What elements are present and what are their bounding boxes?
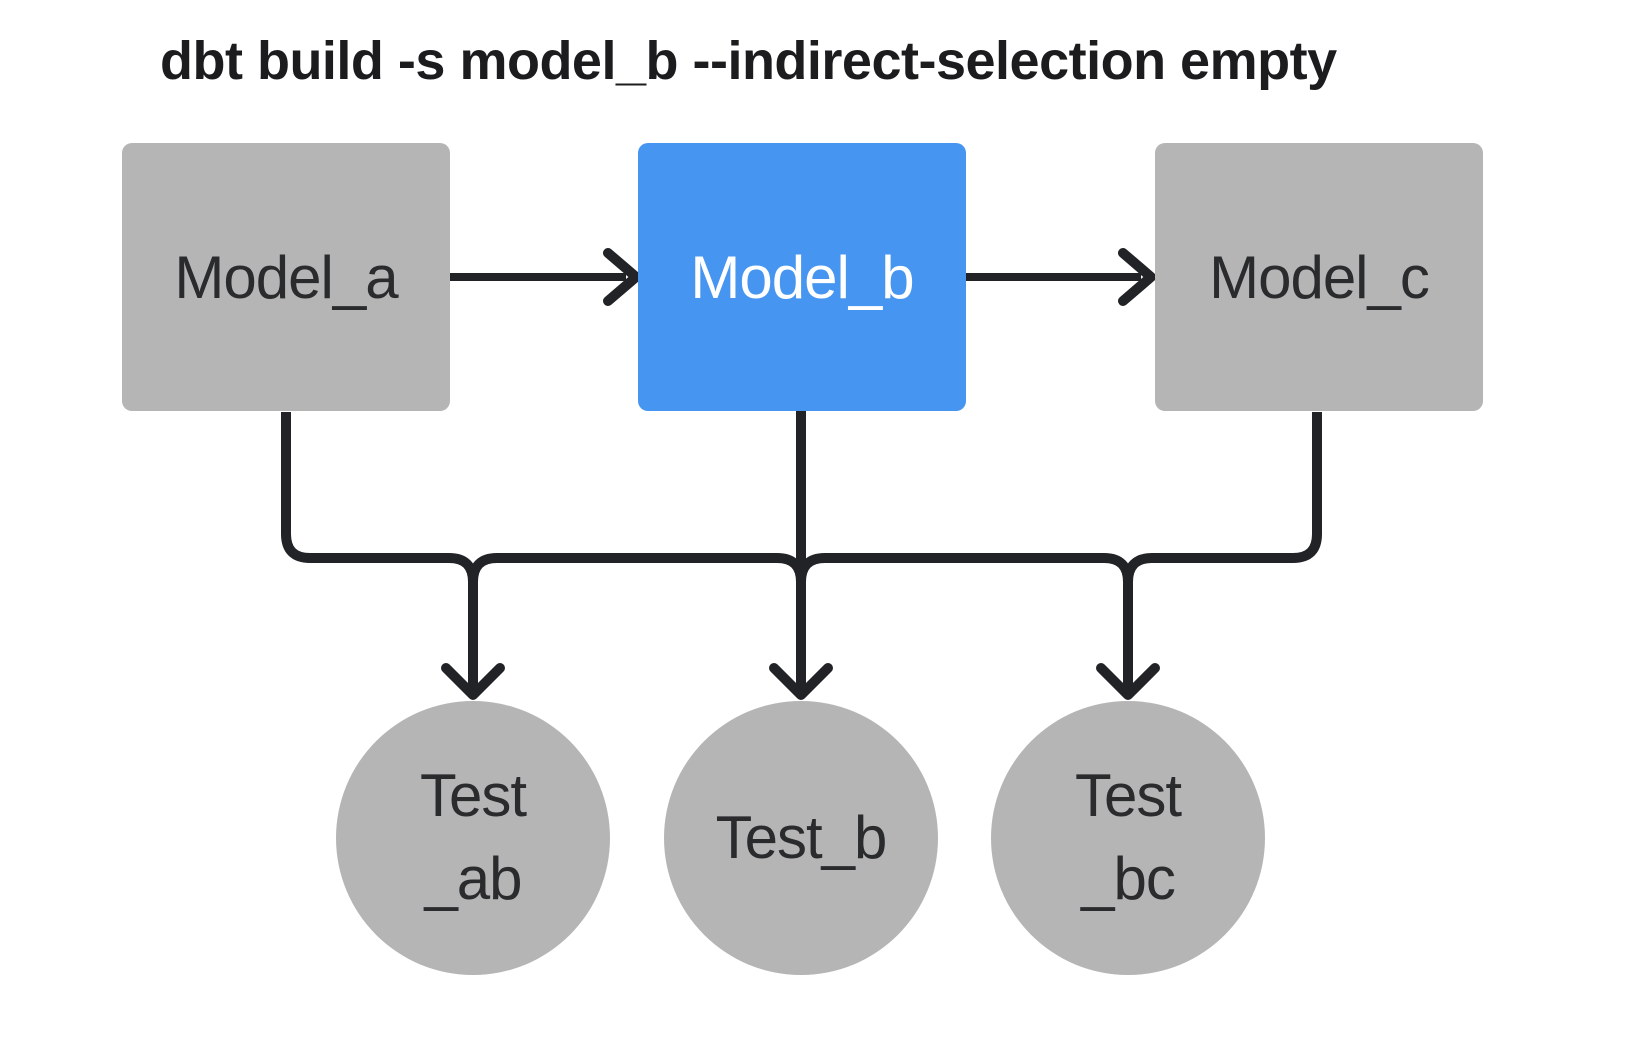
model-node-b-selected: Model_b	[638, 143, 966, 411]
arrowhead-model-c-icon	[1118, 248, 1156, 306]
arrowhead-test-bc-icon	[1096, 663, 1160, 700]
model-node-a: Model_a	[122, 143, 450, 411]
model-c-label: Model_c	[1209, 243, 1430, 311]
edge-model-c-to-test-bc	[1123, 412, 1322, 691]
arrowhead-test-ab-icon	[441, 663, 505, 700]
test-node-ab: Test _ab	[336, 701, 610, 975]
arrowhead-model-b-icon	[603, 248, 641, 306]
diagram-title: dbt build -s model_b --indirect-selectio…	[160, 31, 1337, 91]
trunk-segment-ab-to-b	[468, 553, 806, 583]
model-a-label: Model_a	[174, 243, 398, 311]
trunk-segment-b-to-bc	[796, 553, 1133, 583]
edge-model-a-to-test-ab	[281, 412, 478, 691]
test-ab-label-line2: _ab	[424, 845, 522, 912]
test-node-bc: Test _bc	[991, 701, 1265, 975]
test-bc-label-line1: Test	[1074, 762, 1182, 830]
arrowhead-test-b-icon	[769, 663, 833, 700]
model-b-label: Model_b	[690, 243, 914, 311]
test-ab-label-line1: Test	[419, 762, 527, 830]
test-bc-label-line2: _bc	[1081, 845, 1176, 912]
test-node-b: Test_b	[664, 701, 938, 975]
model-node-c: Model_c	[1155, 143, 1483, 411]
test-b-label: Test_b	[715, 803, 888, 871]
